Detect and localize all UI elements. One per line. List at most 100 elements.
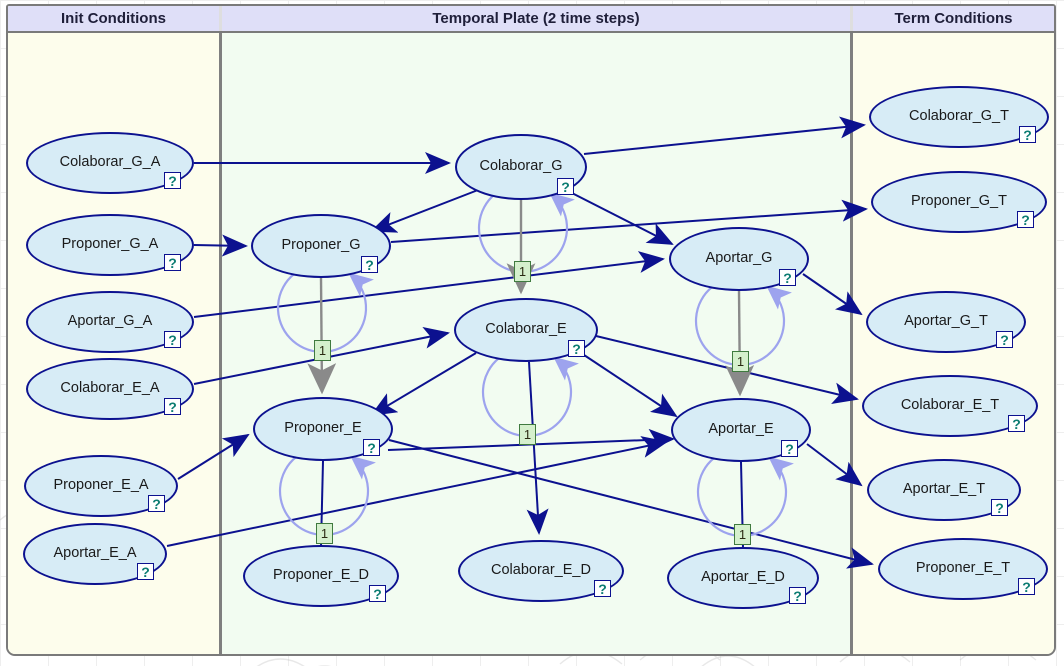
question-icon[interactable]: ? <box>164 331 181 348</box>
edge-colaborarg-aportarg <box>565 189 674 245</box>
node-label: Colaborar_E_A <box>60 380 160 397</box>
question-icon[interactable]: ? <box>1017 211 1034 228</box>
question-icon[interactable]: ? <box>1018 578 1035 595</box>
node-label: Colaborar_E_T <box>900 397 1000 414</box>
delay-badge-colaborar-e[interactable]: 1 <box>519 424 536 445</box>
node-colaborar-e-d[interactable]: Colaborar_E_D? <box>458 540 624 602</box>
edge-aportarga-aportarg <box>193 251 665 318</box>
node-ellipse <box>23 523 167 585</box>
question-icon[interactable]: ? <box>164 254 181 271</box>
edge-proponerg-proponergt <box>390 199 868 243</box>
edge-aportarg-aportare-temporal <box>725 290 755 397</box>
node-ellipse <box>251 214 391 278</box>
delay-badge-proponer-g[interactable]: 1 <box>314 340 331 361</box>
question-icon[interactable]: ? <box>164 172 181 189</box>
edge-colaborarg-colaborargt <box>583 116 866 155</box>
causal-edges <box>166 116 874 569</box>
delay-badge-aportar-g[interactable]: 1 <box>732 351 749 372</box>
node-aportar-e-d[interactable]: Aportar_E_D? <box>667 547 819 609</box>
question-icon[interactable]: ? <box>361 256 378 273</box>
node-label: Colaborar_G <box>479 158 563 175</box>
node-aportar-e-t[interactable]: Aportar_E_T? <box>867 459 1021 521</box>
edge-colaborare-colaborared <box>526 361 549 535</box>
header-term-conditions: Term Conditions <box>853 6 1054 31</box>
delay-badge-aportar-e[interactable]: 1 <box>734 524 751 545</box>
node-label: Proponer_E_A <box>53 477 149 494</box>
delay-edges <box>320 460 744 549</box>
node-label: Proponer_E <box>284 420 362 437</box>
node-label: Aportar_E <box>708 421 774 438</box>
question-icon[interactable]: ? <box>137 563 154 580</box>
node-proponer-e-a[interactable]: Proponer_E_A? <box>24 455 178 517</box>
question-icon[interactable]: ? <box>1008 415 1025 432</box>
node-colaborar-g-a[interactable]: Colaborar_G_A? <box>26 132 194 194</box>
node-label: Proponer_G_T <box>911 193 1007 210</box>
node-label: Proponer_G_A <box>61 236 159 253</box>
edge-colaborare-proponere <box>370 352 477 417</box>
question-icon[interactable]: ? <box>148 495 165 512</box>
node-colaborar-e-t[interactable]: Colaborar_E_T? <box>862 375 1038 437</box>
question-icon[interactable]: ? <box>369 585 386 602</box>
node-colaborar-e[interactable]: Colaborar_E? <box>454 298 598 362</box>
edge-aportarea-aportare <box>166 436 668 547</box>
delay-badge-proponer-e[interactable]: 1 <box>316 523 333 544</box>
node-label: Aportar_G_T <box>904 313 988 330</box>
node-label: Aportar_E_A <box>53 545 137 562</box>
edge-proponere-proponeret <box>388 439 874 569</box>
question-icon[interactable]: ? <box>557 178 574 195</box>
node-colaborar-g-t[interactable]: Colaborar_G_T? <box>869 86 1049 148</box>
edge-colaborare-aportare <box>577 350 678 418</box>
node-label: Colaborar_E_D <box>491 562 591 579</box>
node-ellipse <box>24 455 178 517</box>
node-aportar-g-t[interactable]: Aportar_G_T? <box>866 291 1026 353</box>
node-ellipse <box>878 538 1048 600</box>
node-aportar-e-a[interactable]: Aportar_E_A? <box>23 523 167 585</box>
edge-colaborarg-proponerg <box>370 189 479 233</box>
node-label: Aportar_E_D <box>701 569 785 586</box>
edge-proponerg-proponere-temporal <box>307 277 337 395</box>
divider-plate-term <box>850 33 853 654</box>
divider-init-plate <box>219 33 222 654</box>
node-label: Colaborar_G_A <box>59 154 161 171</box>
edge-aportarg-aportargt <box>802 273 863 316</box>
question-icon[interactable]: ? <box>568 340 585 357</box>
node-aportar-g-a[interactable]: Aportar_G_A? <box>26 291 194 353</box>
node-proponer-g-a[interactable]: Proponer_G_A? <box>26 214 194 276</box>
question-icon[interactable]: ? <box>594 580 611 597</box>
question-icon[interactable]: ? <box>781 440 798 457</box>
question-icon[interactable]: ? <box>164 398 181 415</box>
node-proponer-e-t[interactable]: Proponer_E_T? <box>878 538 1048 600</box>
question-icon[interactable]: ? <box>363 439 380 456</box>
question-icon[interactable]: ? <box>1019 126 1036 143</box>
network-panel[interactable]: Init Conditions Temporal Plate (2 time s… <box>6 4 1056 656</box>
node-ellipse <box>867 459 1021 521</box>
edge-proponerea-proponere <box>177 433 250 480</box>
node-label: Proponer_E_T <box>915 560 1011 577</box>
node-label: Aportar_G_A <box>67 313 153 330</box>
question-icon[interactable]: ? <box>996 331 1013 348</box>
node-aportar-e[interactable]: Aportar_E? <box>671 398 811 462</box>
node-proponer-g-t[interactable]: Proponer_G_T? <box>871 171 1047 233</box>
node-label: Aportar_E_T <box>902 481 986 498</box>
header-temporal-plate: Temporal Plate (2 time steps) <box>222 6 850 31</box>
node-colaborar-e-a[interactable]: Colaborar_E_A? <box>26 358 194 420</box>
header-init-conditions: Init Conditions <box>8 6 219 31</box>
node-proponer-e-d[interactable]: Proponer_E_D? <box>243 545 399 607</box>
node-colaborar-g[interactable]: Colaborar_G? <box>455 134 587 200</box>
node-proponer-e[interactable]: Proponer_E? <box>253 397 393 461</box>
node-label: Aportar_G <box>705 250 773 267</box>
node-label: Colaborar_E <box>485 321 567 338</box>
question-icon[interactable]: ? <box>991 499 1008 516</box>
node-proponer-g[interactable]: Proponer_G? <box>251 214 391 278</box>
question-icon[interactable]: ? <box>779 269 796 286</box>
node-label: Colaborar_G_T <box>909 108 1009 125</box>
node-aportar-g[interactable]: Aportar_G? <box>669 227 809 291</box>
question-icon[interactable]: ? <box>789 587 806 604</box>
node-label: Proponer_G <box>281 237 361 254</box>
edge-layer <box>166 116 874 569</box>
delay-badge-colaborar-g[interactable]: 1 <box>514 261 531 282</box>
column-header-bar: Init Conditions Temporal Plate (2 time s… <box>8 6 1054 33</box>
edge-proponerga-proponerg <box>193 234 248 257</box>
edge-aportare-aportaret <box>806 443 863 487</box>
